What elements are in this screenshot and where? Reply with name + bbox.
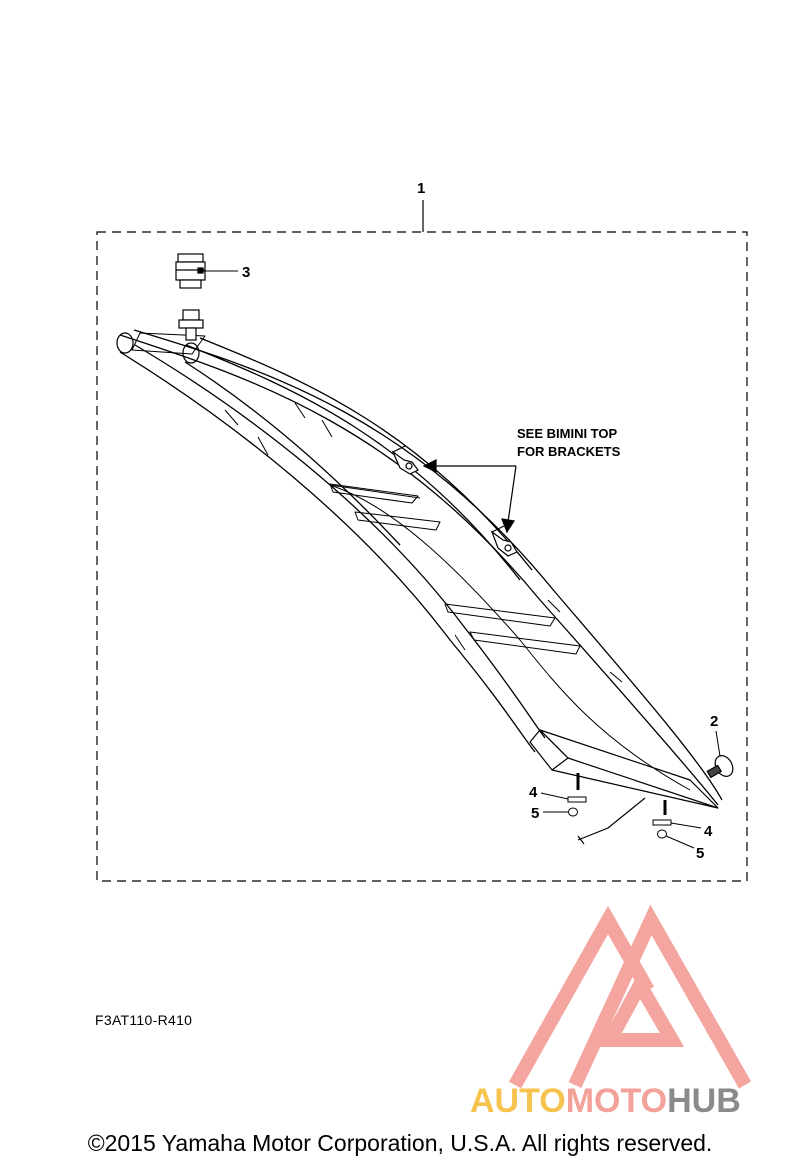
leader-line-4b (670, 822, 702, 829)
note-line-1: SEE BIMINI TOP (517, 426, 617, 441)
part-3-fitting-icon (175, 253, 206, 289)
callout-5-left: 5 (531, 805, 539, 822)
callout-5-right: 5 (696, 845, 704, 862)
note-line-2: FOR BRACKETS (517, 444, 621, 459)
part-4-washer-right-icon (652, 819, 672, 826)
callout-4-right: 4 (704, 823, 713, 840)
part-5-nut-left-icon (568, 807, 578, 817)
callout-4-left: 4 (529, 784, 538, 801)
bracket-clip-icon (490, 525, 518, 557)
part-4-washer-left-icon (567, 796, 587, 803)
callout-3: 3 (242, 264, 250, 281)
mounting-studs (576, 773, 667, 815)
part-5-nut-right-icon (657, 829, 667, 839)
leader-line-4a (540, 792, 569, 800)
mounting-post (178, 309, 204, 341)
drawing-reference-code: F3AT110-R410 (95, 1012, 193, 1028)
bracket-clip-icon (391, 445, 419, 475)
leader-line-2 (715, 730, 721, 757)
watermark-moto: MOTO (565, 1082, 668, 1120)
tower-frame (116, 329, 723, 809)
note-arrows (422, 459, 517, 534)
watermark-hub: HUB (667, 1082, 741, 1120)
kit-boundary-box (96, 231, 748, 882)
watermark-logo-icon (508, 904, 752, 1089)
callout-2: 2 (710, 713, 718, 730)
watermark-auto: AUTO (470, 1082, 566, 1120)
watermark-wordmark: AUTOMOTOHUB (470, 1082, 741, 1121)
part-2-knob-icon (706, 755, 734, 779)
cable-pin-icon (577, 797, 646, 845)
callout-1: 1 (417, 180, 425, 197)
leader-line-5b (665, 835, 695, 849)
copyright-notice: ©2015 Yamaha Motor Corporation, U.S.A. A… (87, 1130, 713, 1156)
